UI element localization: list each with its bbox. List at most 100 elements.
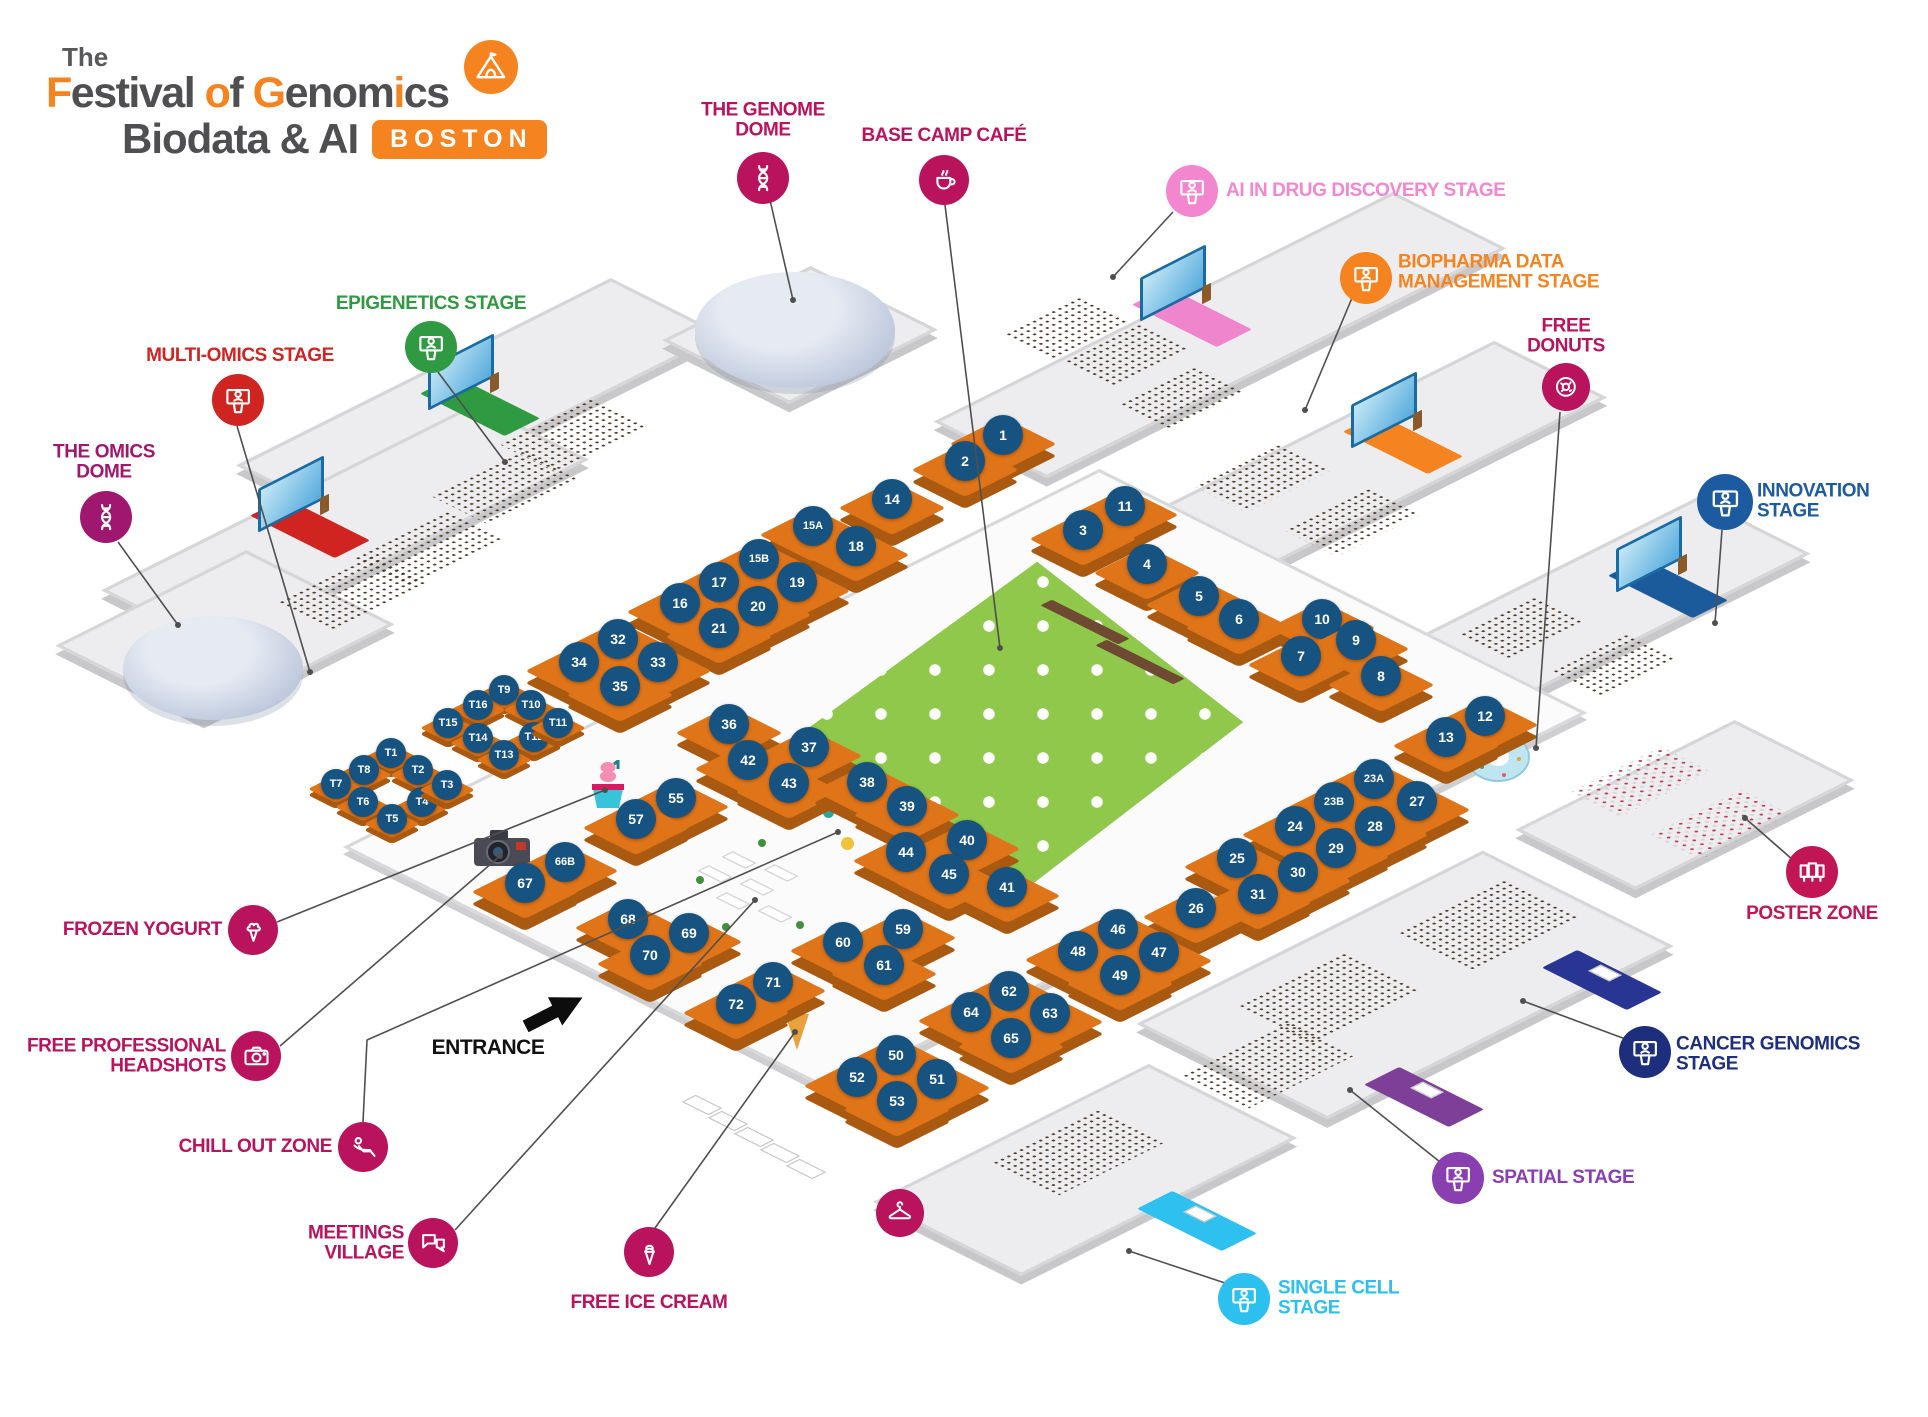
booth-badge-37: 37 [789,727,829,767]
booth-badge-4: 4 [1127,544,1167,584]
icecream-icon [624,1227,674,1277]
label-line: BASE CAMP CAFÉ [861,125,1027,147]
dna-icon [80,491,132,543]
booth-badge-67: 67 [505,863,545,903]
stage-single-cell [1136,1190,1258,1252]
logo-title-segment: G [252,69,286,117]
logo: The Festival of Genomics Biodata & AI BO… [46,40,566,163]
booth-number: 34 [571,654,587,670]
label-line: VILLAGE [324,1242,404,1263]
booth-badge-T6: T6 [348,787,378,817]
booth-number: 49 [1112,967,1128,983]
booth-number: 35 [612,678,628,694]
booth-number: 12 [1477,708,1493,724]
label-chill-out-zone: CHILL OUT ZONE [178,1136,333,1158]
booth-number: 37 [801,739,817,755]
label-line: SPATIAL STAGE [1492,1167,1635,1189]
booth-badge-52: 52 [837,1057,877,1097]
logo-title-segment: estival [70,69,205,117]
booth-badge-34: 34 [559,642,599,682]
booth-number: 41 [999,879,1015,895]
booth-number: 65 [1003,1030,1019,1046]
booth-badge-68: 68 [608,899,648,939]
label-line: MULTI-OMICS STAGE [146,345,334,367]
booth-badge-39: 39 [887,786,927,826]
hanger-icon [876,1189,924,1237]
booth-badge-21: 21 [699,608,739,648]
podium-icon [1218,1273,1270,1325]
logo-title: Festival of Genomics [46,70,566,116]
booth-badge-19: 19 [777,562,817,602]
booth-badge-42: 42 [728,740,768,780]
booth-number: 29 [1328,840,1344,856]
label-line: AI IN DRUG DISCOVERY STAGE [1226,180,1506,202]
posters-icon [1786,846,1838,898]
label-line: FREE PROFESSIONAL [26,1035,226,1057]
logo-the: The [62,42,109,72]
label-line: FROZEN YOGURT [62,919,223,941]
chat-icon [408,1218,458,1268]
booth-badge-25: 25 [1217,838,1257,878]
booth-number: 10 [1314,611,1330,627]
beanbag [840,836,854,850]
label-line: CHILL OUT ZONE [178,1136,333,1158]
booth-badge-15B: 15B [739,539,779,579]
plant [696,876,704,884]
booth-badge-36: 36 [709,704,749,744]
booth-badge-38: 38 [847,762,887,802]
booth-number: 1 [999,427,1007,443]
booth-badge-T2: T2 [403,755,433,785]
plant [796,921,804,929]
label-line: STAGE [1757,500,1820,521]
booth-number: T6 [356,796,370,808]
booth-badge-33: 33 [638,642,678,682]
logo-city-badge: BOSTON [372,119,547,160]
booth-number: T16 [468,699,488,711]
booth-badge-63: 63 [1030,993,1070,1033]
booth-number: 4 [1143,556,1151,572]
booth-badge-11: 11 [1105,486,1145,526]
booth-number: 51 [929,1071,945,1087]
booth-badge-35: 35 [600,666,640,706]
booth-number: 40 [959,832,975,848]
booth-number: 42 [740,752,756,768]
booth-badge-T7: T7 [321,769,351,799]
booth-number: 43 [781,775,797,791]
booth-badge-T14: T14 [463,723,493,753]
booth-badge-27: 27 [1397,781,1437,821]
booth-badge-T13: T13 [489,740,519,770]
booth-badge-3: 3 [1063,510,1103,550]
booth-number: 66B [554,856,576,868]
booth-badge-65: 65 [991,1018,1031,1058]
booth-badge-46: 46 [1098,909,1138,949]
label-line: INNOVATION [1757,480,1870,502]
booth-number: 24 [1287,818,1303,834]
beanbag [822,806,834,818]
booth-badge-14: 14 [872,479,912,519]
booth-badge-43: 43 [769,763,809,803]
booth-number: 14 [884,491,900,507]
label-line: DONUTS [1527,335,1605,356]
label-free-ice-cream: FREE ICE CREAM [571,1293,728,1313]
booth-badge-41: 41 [987,867,1027,907]
booth-badge-17: 17 [699,562,739,602]
booth-badge-28: 28 [1355,806,1395,846]
label-line: FREE ICE CREAM [570,1292,728,1314]
label-line: FREE [1541,315,1591,337]
label-line: DOME [76,461,132,482]
label-epigenetics-stage: EPIGENETICS STAGE [336,294,527,314]
booth-number: 53 [889,1093,905,1109]
entrance-arrow [517,981,590,1042]
logo-title-segment: F [46,69,72,117]
booth-badge-26: 26 [1176,888,1216,928]
podium-icon [1432,1152,1484,1204]
booth-badge-59: 59 [883,909,923,949]
booth-badge-18: 18 [836,526,876,566]
booth-badge-47: 47 [1139,932,1179,972]
booth-number: T14 [468,732,488,744]
booth-number: 46 [1110,921,1126,937]
